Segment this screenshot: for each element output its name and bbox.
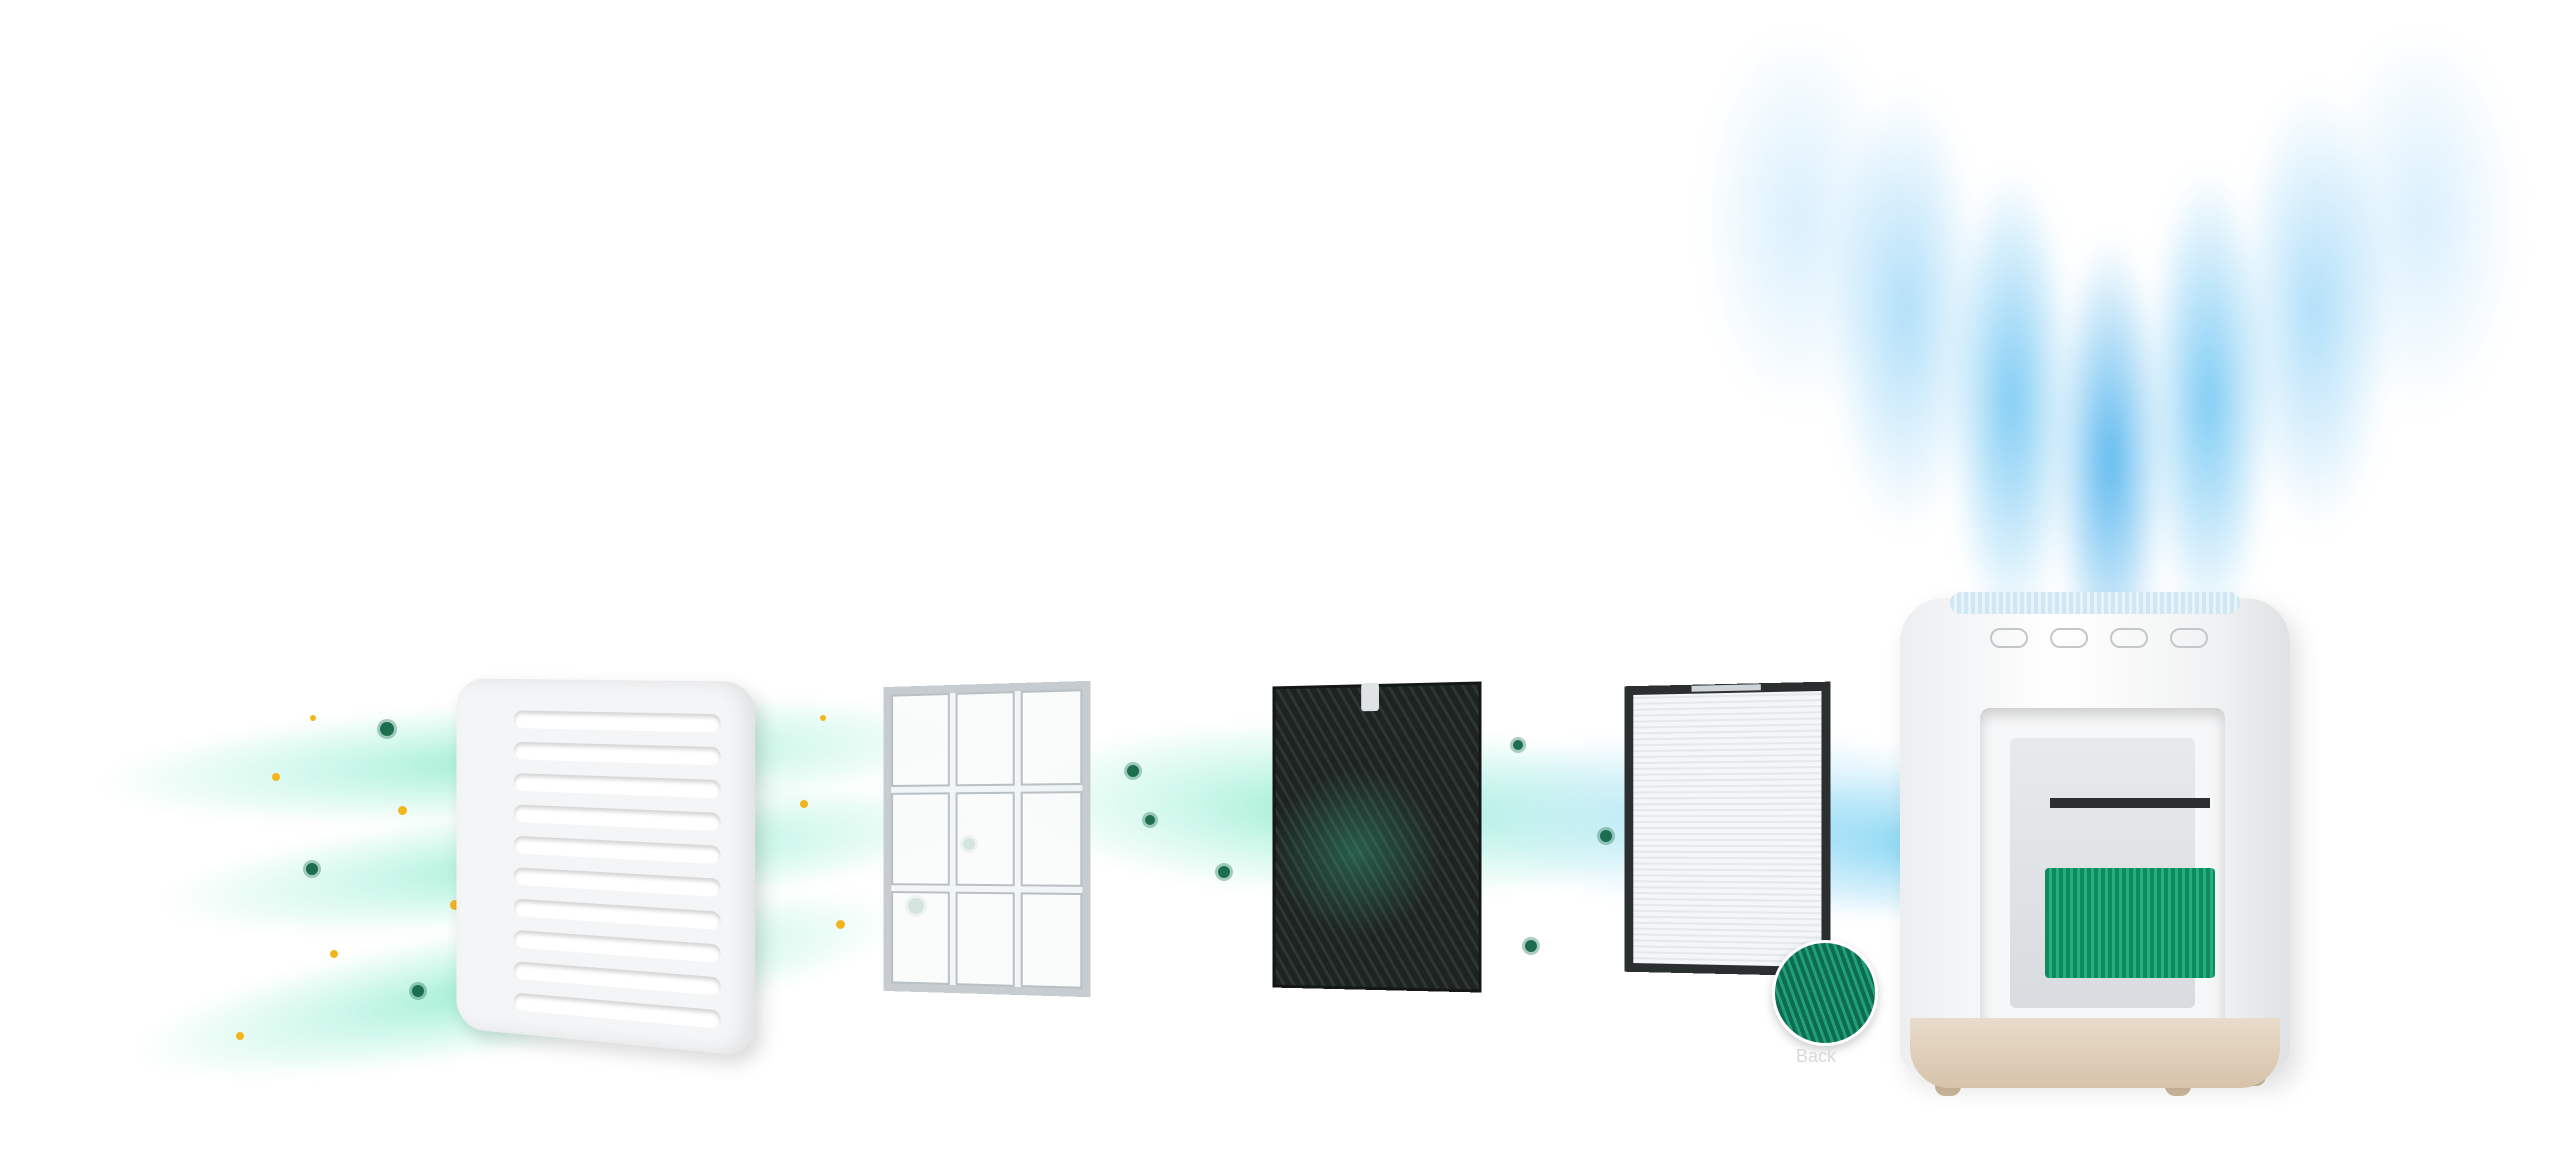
back-label: Back (1796, 1046, 1836, 1067)
power-button-icon (1990, 628, 2028, 648)
control-button-icon (2110, 628, 2148, 648)
purifier-base (1910, 1018, 2280, 1088)
filter-back-magnified-detail (1772, 940, 1878, 1046)
control-button-icon (2170, 628, 2208, 648)
dust-particle (398, 806, 407, 815)
dust-particle (820, 715, 826, 721)
activated-carbon-filter (1273, 681, 1482, 992)
virus-particle (1218, 866, 1230, 878)
dust-particle (236, 1032, 244, 1040)
pre-filter-mesh (884, 681, 1091, 997)
virus-particle (1600, 830, 1612, 842)
front-grille-panel (456, 678, 755, 1056)
virus-particle (1525, 940, 1537, 952)
clean-air-output-plume (1700, 40, 2520, 640)
air-purifier-unit (1900, 598, 2290, 1078)
virus-particle (1513, 740, 1523, 750)
filter-cavity (1980, 708, 2225, 1038)
virus-particle (1127, 765, 1139, 777)
air-outlet-vent (1950, 592, 2240, 614)
humidifier-filter (2045, 868, 2215, 978)
virus-particle (1145, 815, 1155, 825)
control-button-icon (2050, 628, 2088, 648)
virus-particle (412, 985, 424, 997)
hepa-filter (1625, 682, 1831, 977)
virus-particle (306, 863, 318, 875)
virus-particle (380, 722, 394, 736)
dust-particle (800, 800, 808, 808)
dust-particle (836, 920, 845, 929)
dust-particle (272, 773, 280, 781)
dust-particle (330, 950, 338, 958)
dust-particle (310, 715, 316, 721)
